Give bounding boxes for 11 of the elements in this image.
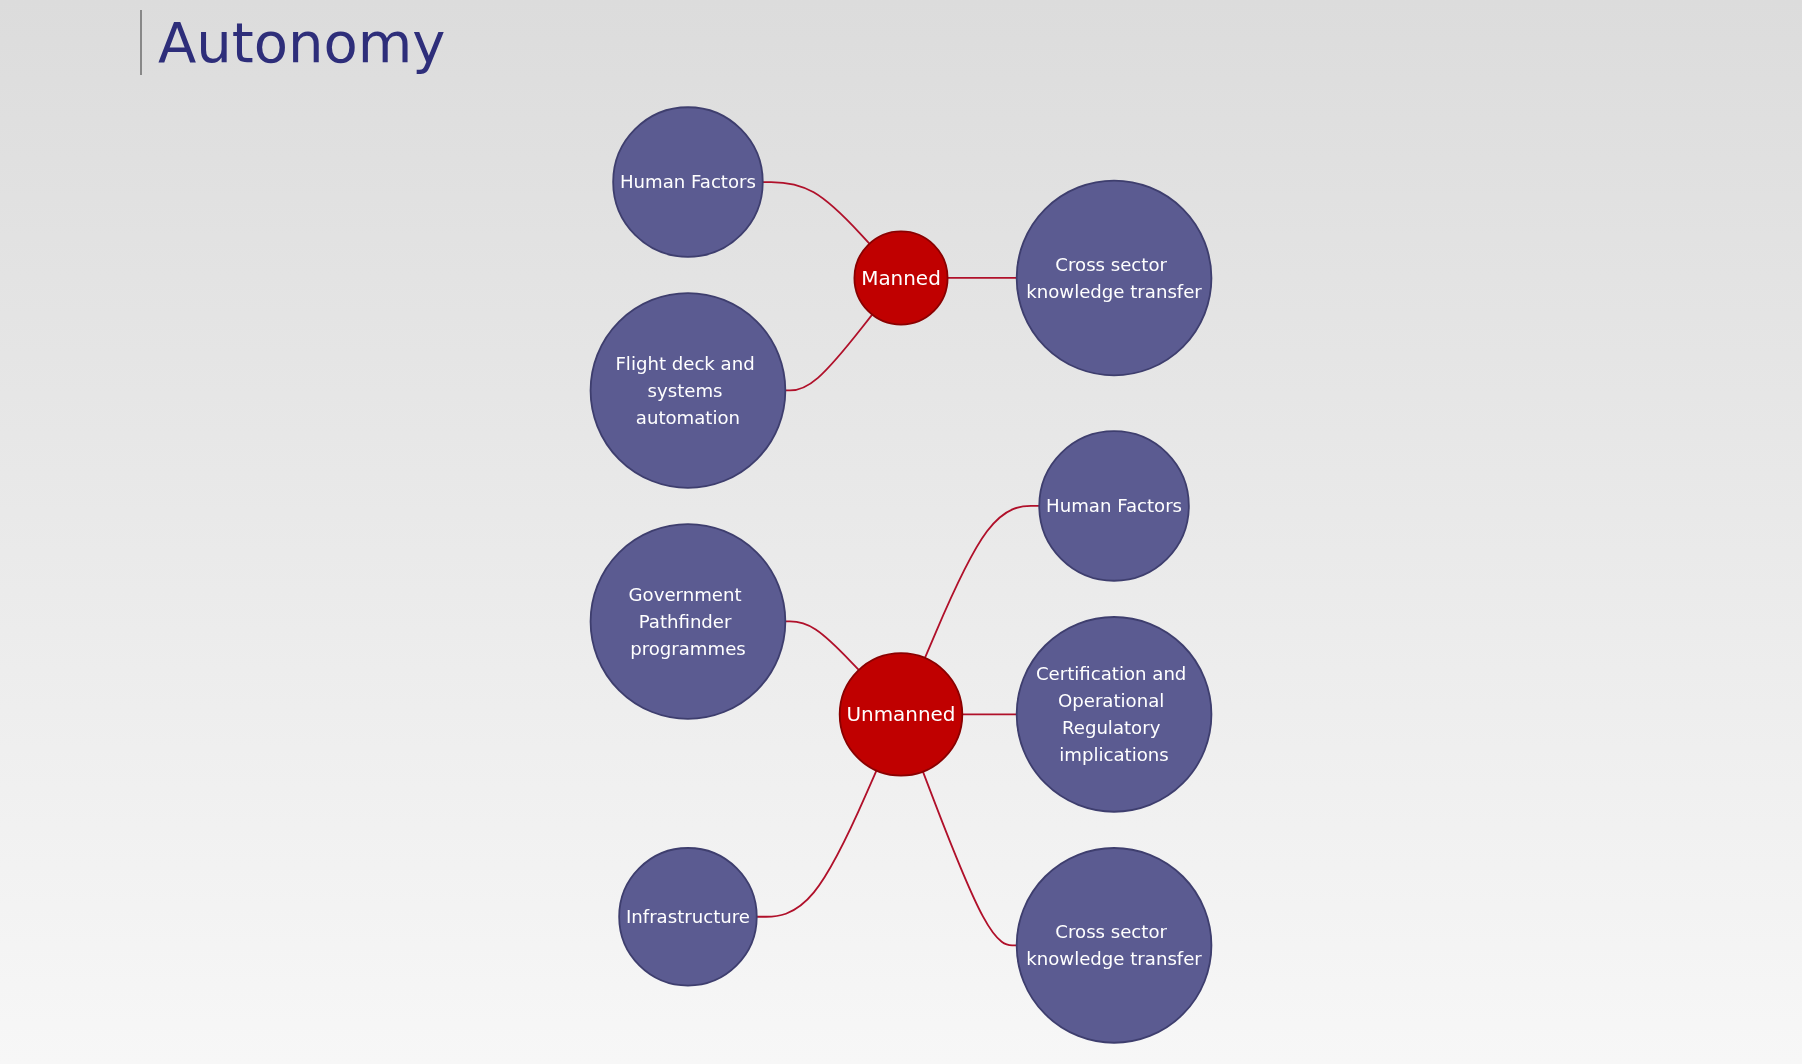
node-circle: Manned	[853, 230, 949, 326]
node-circle: Cross sector knowledge transfer	[1015, 179, 1213, 377]
node-circle: Human Factors	[612, 106, 764, 258]
node-circle: Infrastructure	[618, 847, 758, 987]
node-circle: Flight deck and systems automation	[589, 292, 787, 489]
node-circle: Government Pathfinder programmes	[589, 523, 787, 720]
node-circle: Cross sector knowledge transfer	[1015, 847, 1213, 1044]
node-circle: Certification and Operational Regulatory implications	[1015, 616, 1213, 813]
title: Autonomy	[140, 10, 446, 75]
node-circle: Human Factors	[1038, 430, 1190, 582]
node-circle: Unmanned	[838, 652, 964, 777]
